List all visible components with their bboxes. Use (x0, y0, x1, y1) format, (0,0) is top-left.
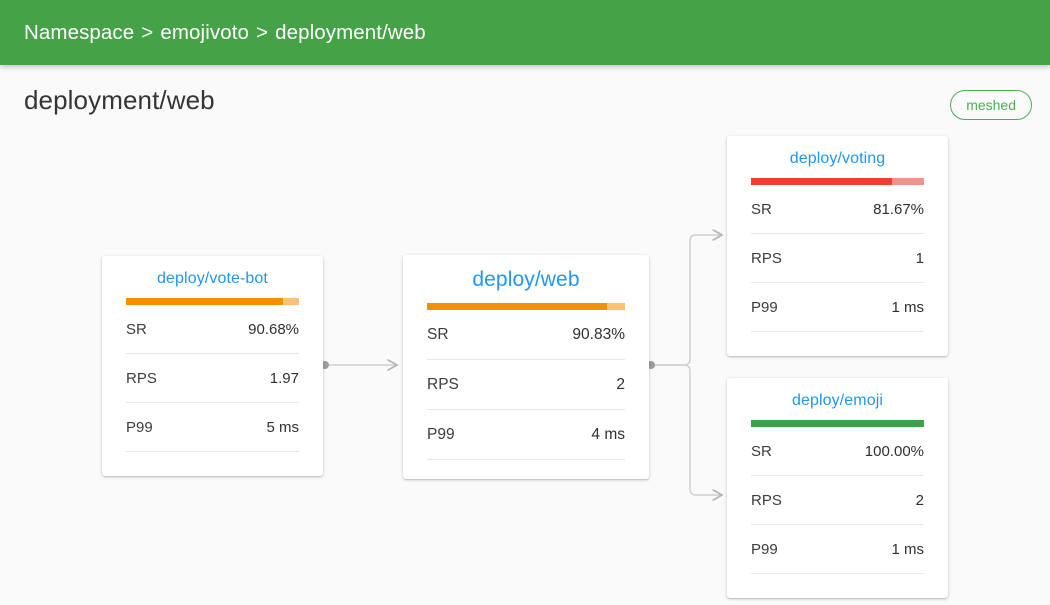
metric-value: 1 ms (891, 541, 924, 558)
app-bar: Namespace > emojivoto > deployment/web (0, 0, 1050, 65)
success-rate-bar-fill (751, 178, 892, 185)
node-title-link[interactable]: deploy/vote-bot (102, 256, 323, 298)
metric-value: 1.97 (270, 370, 299, 387)
metric-label: SR (427, 326, 449, 344)
metric-value: 2 (616, 376, 625, 394)
metric-label: RPS (427, 376, 459, 394)
metric-row-p99: P99 5 ms (126, 403, 299, 452)
success-rate-bar-fill (427, 303, 607, 310)
node-metrics: SR 90.68% RPS 1.97 P99 5 ms (102, 305, 323, 452)
metric-row-p99: P99 1 ms (751, 283, 924, 332)
node-card-vote-bot[interactable]: deploy/vote-bot SR 90.68% RPS 1.97 P99 5… (102, 256, 323, 476)
success-rate-bar (751, 178, 924, 185)
success-rate-bar (126, 298, 299, 305)
success-rate-bar-fill (126, 298, 283, 305)
metric-row-p99: P99 1 ms (751, 525, 924, 574)
metric-value: 100.00% (865, 443, 924, 460)
metric-label: RPS (126, 370, 157, 387)
metric-value: 4 ms (591, 426, 625, 444)
node-metrics: SR 81.67% RPS 1 P99 1 ms (727, 185, 948, 332)
metric-label: RPS (751, 250, 782, 267)
metric-label: SR (751, 201, 772, 218)
edge-web-to-voting (647, 235, 722, 369)
success-rate-bar (427, 303, 625, 310)
node-card-web[interactable]: deploy/web SR 90.83% RPS 2 P99 4 ms (403, 255, 649, 479)
metric-row-sr: SR 81.67% (751, 185, 924, 234)
node-card-voting[interactable]: deploy/voting SR 81.67% RPS 1 P99 1 ms (727, 136, 948, 356)
metric-row-p99: P99 4 ms (427, 410, 625, 460)
metric-value: 90.68% (248, 321, 299, 338)
metric-label: P99 (427, 426, 455, 444)
metric-label: P99 (751, 299, 778, 316)
metric-label: RPS (751, 492, 782, 509)
breadcrumb-item-current: deployment/web (275, 21, 426, 45)
metric-row-sr: SR 90.68% (126, 305, 299, 354)
edge-votebot-to-web (321, 361, 397, 369)
breadcrumb-item-namespace[interactable]: Namespace (24, 21, 134, 45)
metric-row-sr: SR 90.83% (427, 310, 625, 360)
metric-value: 2 (916, 492, 924, 509)
success-rate-bar-fill (751, 420, 924, 427)
metric-row-rps: RPS 1.97 (126, 354, 299, 403)
metric-row-rps: RPS 1 (751, 234, 924, 283)
metric-row-rps: RPS 2 (751, 476, 924, 525)
metric-value: 1 ms (891, 299, 924, 316)
breadcrumb-item-emojivoto[interactable]: emojivoto (160, 21, 249, 45)
metric-row-sr: SR 100.00% (751, 427, 924, 476)
metric-label: P99 (126, 419, 153, 436)
metric-label: SR (126, 321, 147, 338)
breadcrumb-separator-icon: > (256, 21, 268, 45)
breadcrumb: Namespace > emojivoto > deployment/web (24, 0, 426, 65)
node-title-link[interactable]: deploy/voting (727, 136, 948, 178)
node-title-link[interactable]: deploy/emoji (727, 378, 948, 420)
metric-value: 81.67% (873, 201, 924, 218)
metric-value: 90.83% (572, 326, 625, 344)
edge-web-to-emoji (655, 365, 722, 495)
metric-value: 5 ms (266, 419, 299, 436)
node-title-link[interactable]: deploy/web (403, 255, 649, 303)
metric-value: 1 (916, 250, 924, 267)
node-metrics: SR 100.00% RPS 2 P99 1 ms (727, 427, 948, 574)
node-metrics: SR 90.83% RPS 2 P99 4 ms (403, 310, 649, 460)
metric-label: P99 (751, 541, 778, 558)
breadcrumb-separator-icon: > (141, 21, 153, 45)
metric-label: SR (751, 443, 772, 460)
success-rate-bar (751, 420, 924, 427)
node-card-emoji[interactable]: deploy/emoji SR 100.00% RPS 2 P99 1 ms (727, 378, 948, 598)
metric-row-rps: RPS 2 (427, 360, 625, 410)
